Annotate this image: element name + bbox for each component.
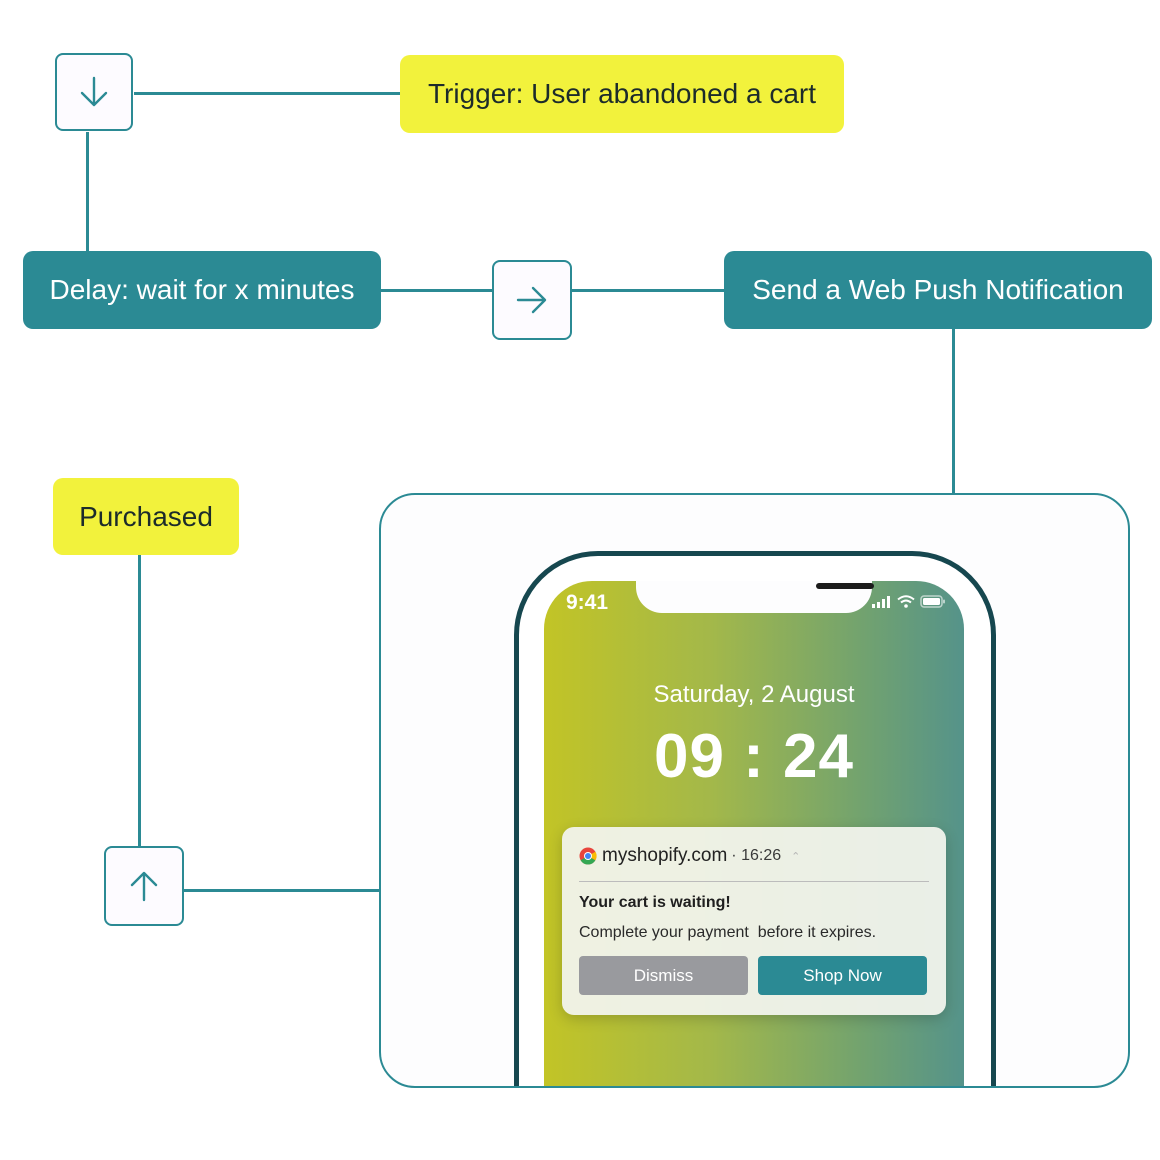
arrow-right-node <box>492 260 572 340</box>
notification-body: Complete your payment before it expires. <box>579 924 877 941</box>
notification-title: Your cart is waiting! <box>579 894 731 911</box>
connector-arrow-to-send <box>571 289 726 292</box>
connector-send-to-frame <box>952 328 955 495</box>
status-time: 9:41 <box>566 591 609 614</box>
arrow-down-icon <box>80 76 108 107</box>
lock-screen-clock: 09 : 24 <box>653 722 855 791</box>
connector-delay-to-arrow <box>380 289 492 292</box>
trigger-node: Trigger: User abandoned a cart <box>400 55 844 133</box>
arrow-up-node <box>104 846 184 926</box>
battery-icon <box>920 595 945 608</box>
delay-node: Delay: wait for x minutes <box>23 251 381 329</box>
phone-speaker <box>816 583 874 589</box>
lock-screen-date: Saturday, 2 August <box>653 681 855 708</box>
notification-time: · 16:26 <box>731 847 782 864</box>
dismiss-button[interactable]: Dismiss <box>579 956 748 995</box>
wifi-icon <box>897 595 915 608</box>
arrow-up-icon <box>130 871 158 902</box>
notification-divider <box>579 881 929 882</box>
purchased-node: Purchased <box>53 478 239 555</box>
arrow-down-node <box>55 53 133 131</box>
chevron-up-icon[interactable]: ⌃ <box>791 850 801 863</box>
phone-lock-screen: 9:41 Saturday, 2 August 09 : 24 <box>544 581 964 1086</box>
status-icons <box>872 595 946 608</box>
signal-icon <box>872 595 890 608</box>
notification-header: myshopify.com · 16:26 ⌃ <box>579 845 929 867</box>
chrome-icon <box>579 847 597 865</box>
shop-now-button[interactable]: Shop Now <box>758 956 927 995</box>
connector-up-to-frame <box>183 889 381 892</box>
connector-purchased-to-up <box>138 554 141 848</box>
notification-preview-frame: 9:41 Saturday, 2 August 09 : 24 <box>379 493 1130 1088</box>
connector-trigger <box>134 92 402 95</box>
notification-actions: Dismiss Shop Now <box>579 956 929 995</box>
notification-site: myshopify.com <box>602 845 728 866</box>
arrow-right-icon <box>516 286 547 314</box>
send-notification-node: Send a Web Push Notification <box>724 251 1152 329</box>
push-notification-card[interactable]: myshopify.com · 16:26 ⌃ Your cart is wai… <box>562 827 946 1015</box>
connector-down-to-delay <box>86 132 89 254</box>
phone-notch <box>636 581 874 613</box>
